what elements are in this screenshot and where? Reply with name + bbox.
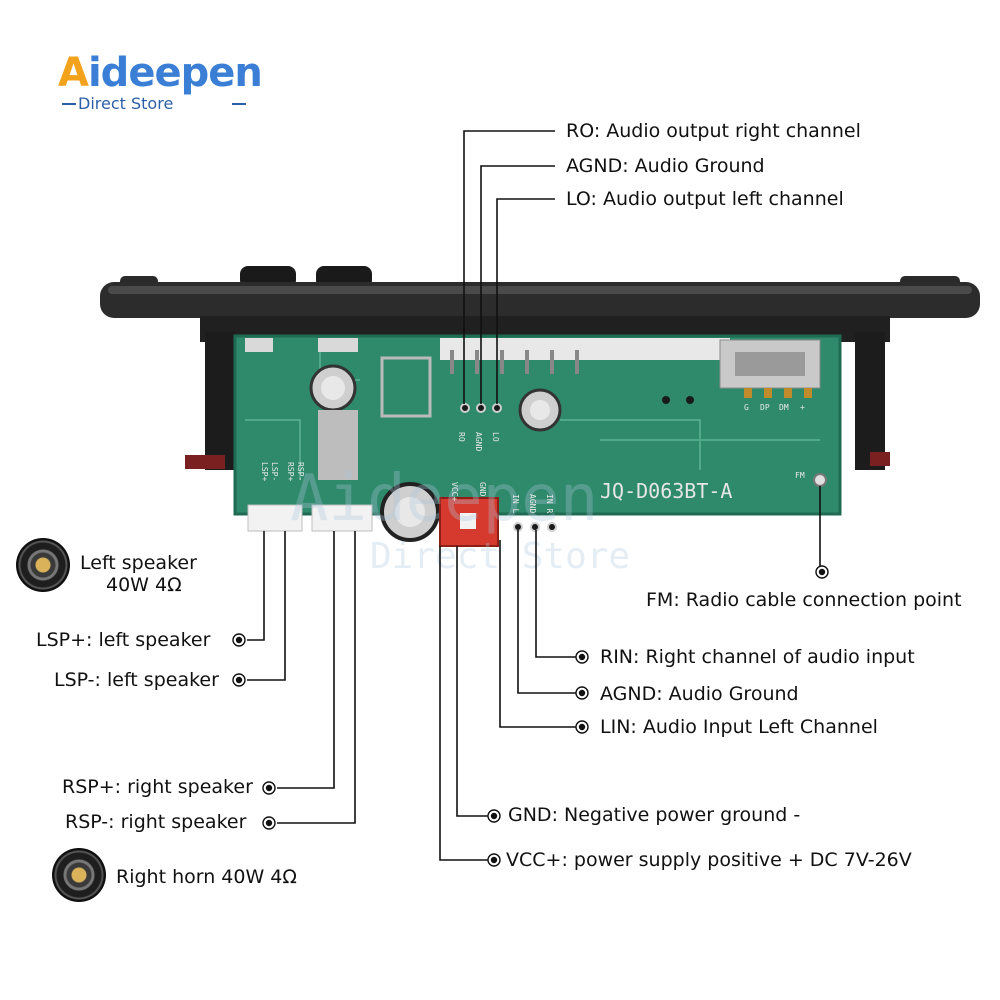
pin-silkscreen-label: LSP+ <box>260 462 269 481</box>
left-speaker-connector <box>247 504 303 532</box>
line-lin <box>499 540 576 728</box>
label-lin: LIN: Audio Input Left Channel <box>600 716 878 738</box>
label-fm: FM: Radio cable connection point <box>646 589 962 611</box>
header-connector <box>440 338 730 360</box>
transistor-leads <box>380 356 432 418</box>
pin-silkscreen-label: + <box>800 403 805 412</box>
pin-silkscreen-label: RSP+ <box>286 462 295 481</box>
output-pads <box>460 403 502 413</box>
label-rsp-minus: RSP-: right speaker <box>65 811 247 833</box>
heatsink <box>318 410 358 480</box>
label-left-speaker-line1: Left speaker <box>80 552 197 574</box>
label-lsp-minus: LSP-: left speaker <box>54 669 219 691</box>
logo-rest: ideepen <box>87 50 263 96</box>
right-speaker-icon <box>52 848 106 902</box>
switch-mid <box>318 338 358 352</box>
pcb-edge <box>233 334 842 516</box>
input-pads <box>513 522 557 532</box>
line-agnd-mid <box>517 530 576 694</box>
pin-silkscreen-label: G <box>744 403 749 412</box>
line-vcc <box>439 546 488 861</box>
line-lsp-minus <box>247 531 286 681</box>
line-lo <box>496 198 555 404</box>
pin-silkscreen-label: RO <box>457 432 466 442</box>
power-connector-pin <box>460 513 476 529</box>
left-speaker-icon <box>16 538 70 592</box>
line-rsp-plus <box>277 531 335 789</box>
line-rsp-minus <box>277 531 356 824</box>
header-pins <box>450 350 579 374</box>
label-vcc: VCC+: power supply positive + DC 7V-26V <box>506 849 912 871</box>
label-lsp-plus: LSP+: left speaker <box>36 629 211 651</box>
pin-silkscreen-label: IN L <box>511 494 520 513</box>
fm-pad <box>813 473 827 487</box>
pin-silkscreen-label: FM <box>795 471 805 480</box>
pin-silkscreen-label: AGND <box>528 494 537 513</box>
capacitor-3-top <box>395 497 425 527</box>
wire-right <box>870 452 890 466</box>
label-ro: RO: Audio output right channel <box>566 120 861 142</box>
pad-b <box>686 396 694 404</box>
label-agnd-mid: AGND: Audio Ground <box>600 683 799 705</box>
logo-rule-left <box>62 103 76 105</box>
post-right <box>855 332 885 470</box>
logo-subtitle: Direct Store <box>78 94 174 113</box>
label-rsp-plus: RSP+: right speaker <box>62 776 253 798</box>
pin-silkscreen-label: DM <box>779 403 789 412</box>
line-agnd-top <box>480 165 555 404</box>
pad-a <box>662 396 670 404</box>
label-rin: RIN: Right channel of audio input <box>600 646 915 668</box>
pin-silkscreen-label: VCC+ <box>450 482 459 501</box>
label-agnd-top: AGND: Audio Ground <box>566 155 765 177</box>
pin-silkscreen-label: RSP- <box>296 462 305 481</box>
post-left <box>205 332 235 470</box>
pin-silkscreen-label: IN R <box>545 494 554 513</box>
leader-lines <box>247 130 821 861</box>
terminal-markers <box>232 565 829 867</box>
panel-highlight <box>108 286 972 294</box>
capacitor-1-top <box>321 376 345 400</box>
brand-logo: Aideepen <box>58 50 263 96</box>
pin-silkscreen-label: LO <box>491 432 500 442</box>
capacitor-2-top <box>530 400 550 420</box>
right-speaker-connector <box>311 504 373 532</box>
pin-silkscreen-label: GND <box>478 482 487 497</box>
label-lo: LO: Audio output left channel <box>566 188 844 210</box>
pin-silkscreen-label: AGND <box>474 432 483 451</box>
switch-left <box>245 338 273 352</box>
line-lsp-plus <box>247 531 265 641</box>
usb-pads <box>744 388 812 398</box>
line-rin <box>535 530 576 658</box>
line-gnd <box>456 546 488 817</box>
label-left-speaker-line2: 40W 4Ω <box>106 574 182 596</box>
label-gnd: GND: Negative power ground - <box>508 804 801 826</box>
logo-rule-right <box>232 103 246 105</box>
board-model: JQ-D063BT-A <box>600 479 732 503</box>
label-right-horn: Right horn 40W 4Ω <box>116 866 297 888</box>
logo-accent-a: A <box>58 50 89 96</box>
usb-port-inner <box>735 352 805 376</box>
pin-silkscreen-label: DP <box>760 403 770 412</box>
pin-silkscreen-label: LSP- <box>270 462 279 481</box>
line-ro <box>463 130 555 404</box>
watermark-brand: Aideepen <box>290 462 598 536</box>
wire-left <box>185 455 225 469</box>
